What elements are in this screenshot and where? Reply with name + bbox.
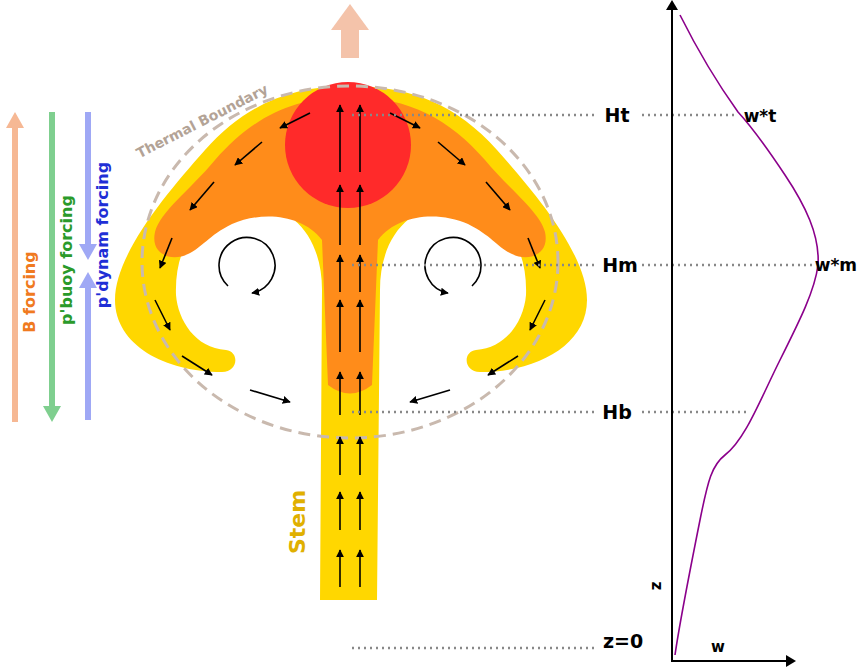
text-label: p'dynam forcing	[95, 162, 111, 308]
profile-axes	[671, 8, 788, 661]
text-label: w*m	[815, 257, 857, 274]
text-label: z	[649, 582, 664, 591]
text-label: B forcing	[22, 251, 38, 332]
text-label: Hm	[602, 256, 638, 275]
text-label: w*t	[744, 108, 777, 125]
thermal-boundary	[142, 86, 558, 438]
level-lines	[352, 115, 812, 648]
hot-center	[285, 82, 411, 208]
text-label: p'buoy forcing	[59, 195, 75, 325]
forcing-arrows	[6, 112, 97, 422]
text-label: Ht	[605, 106, 630, 125]
text-label: z=0	[603, 632, 643, 651]
ascent-arrow	[331, 4, 369, 58]
eddy-arrows	[219, 237, 481, 293]
velocity-profile	[675, 15, 818, 655]
axis-head	[666, 0, 678, 10]
axis-head	[786, 655, 796, 667]
text-label: Stem	[287, 490, 309, 554]
text-label: Hb	[602, 403, 632, 422]
flow-arrows	[155, 105, 545, 587]
text-label: w	[711, 640, 725, 655]
